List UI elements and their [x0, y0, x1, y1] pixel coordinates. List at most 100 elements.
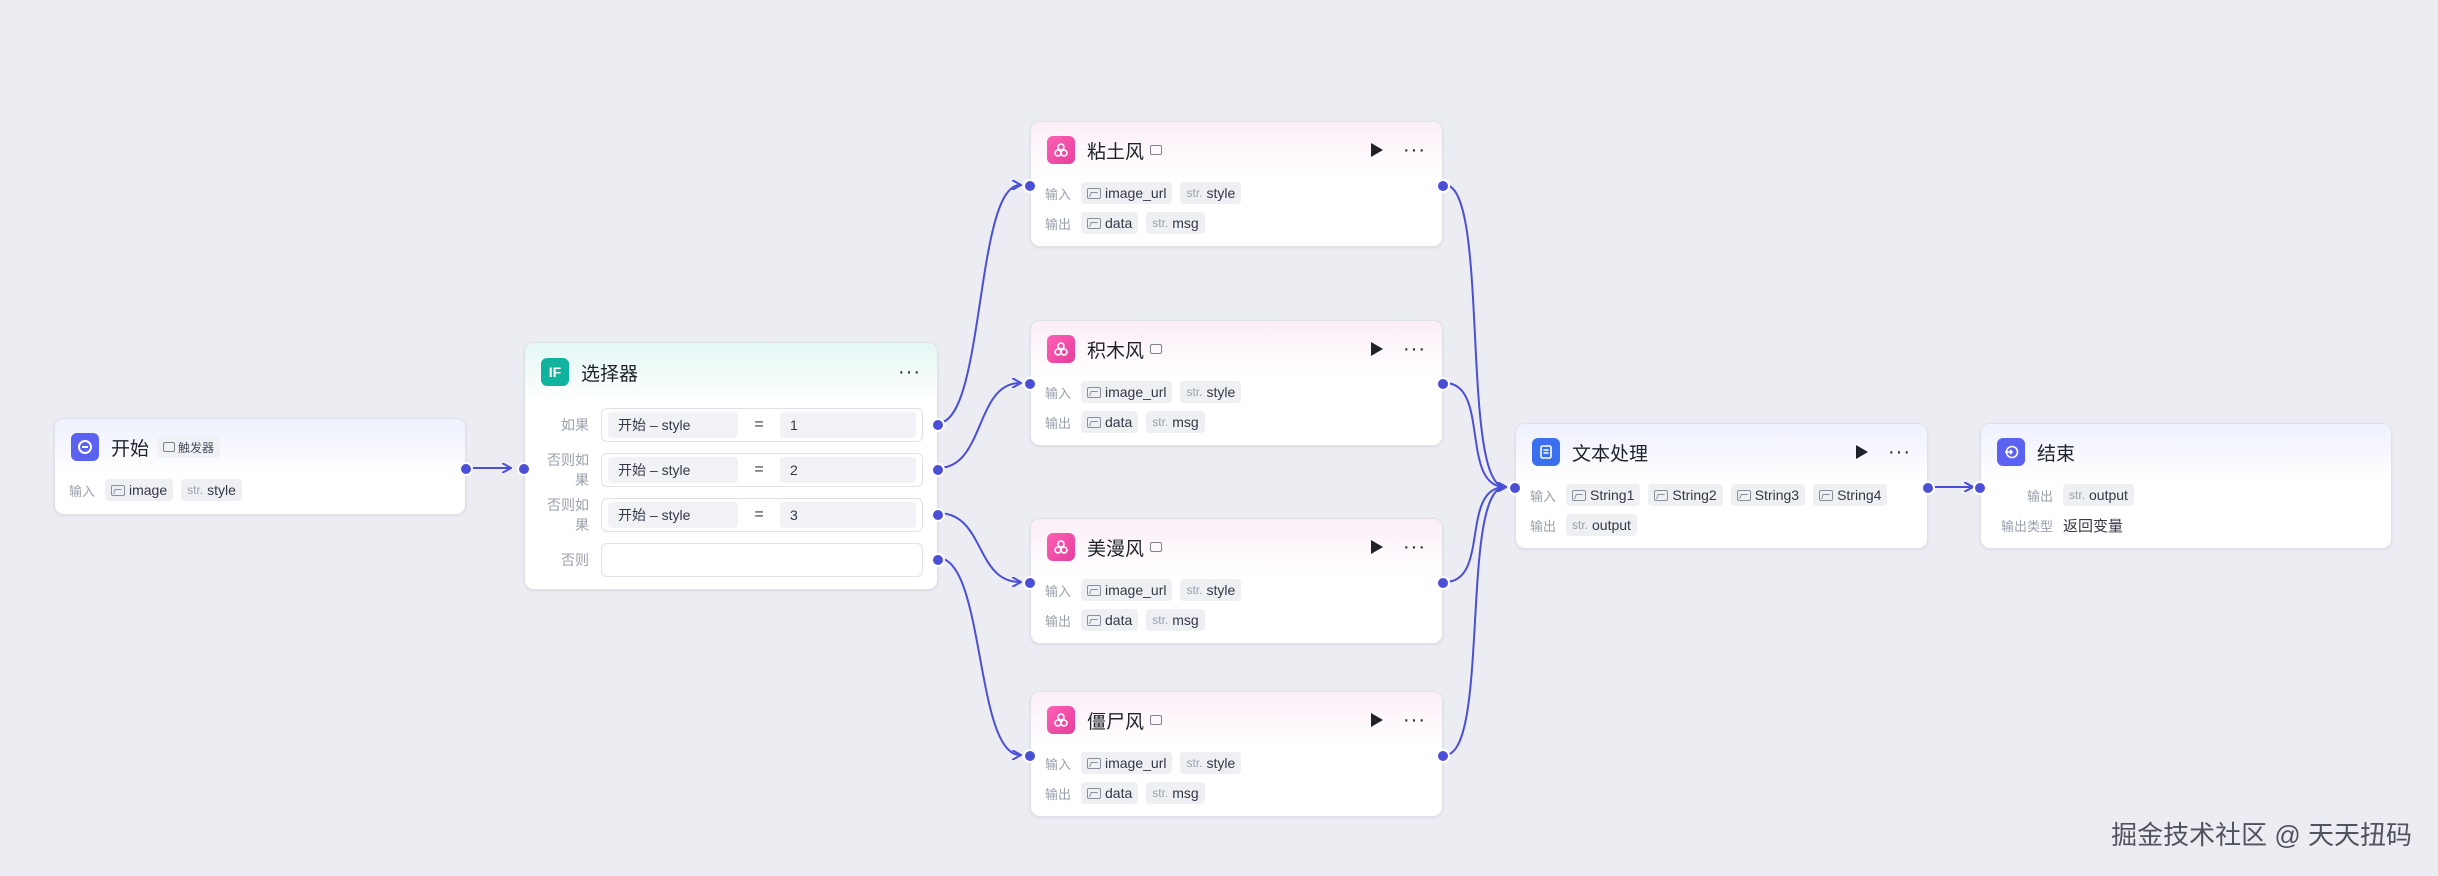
edge-zombie-text [1444, 487, 1505, 756]
end-output-type-row: 输出类型 返回变量 [1981, 510, 2391, 540]
input-image-url: image_url [1081, 579, 1173, 601]
end-node-header[interactable]: 结束 [1981, 424, 2391, 480]
image-type-icon [1087, 217, 1101, 229]
run-button[interactable] [1371, 713, 1384, 727]
condition-value[interactable]: 1 [780, 411, 916, 438]
start-icon [71, 433, 99, 461]
chip-name: msg [1172, 785, 1199, 801]
trigger-badge-label: 触发器 [178, 440, 215, 455]
chip-name: style [1206, 185, 1236, 201]
start-node-header[interactable]: 开始 触发器 [55, 419, 465, 475]
else-box[interactable] [601, 542, 923, 577]
blocks-output-port[interactable] [1436, 377, 1450, 391]
selector-node[interactable]: IF 选择器 ··· 如果 开始 – style = 1 否则如果 开始 – s… [517, 342, 945, 590]
zombie-input-port[interactable] [1023, 749, 1037, 763]
zombie-inputs-row: 输入 image_url str.style [1031, 748, 1442, 778]
clay-input-port[interactable] [1023, 179, 1037, 193]
comic-input-port[interactable] [1023, 576, 1037, 590]
more-button[interactable]: ··· [1403, 139, 1426, 161]
output-label: 输出 [1045, 613, 1072, 629]
clay-node-header[interactable]: 粘土风 ··· [1031, 122, 1442, 178]
str-prefix: str. [2069, 488, 2086, 502]
text-node-header[interactable]: 文本处理 ··· [1516, 424, 1927, 480]
comic-node-title: 美漫风 [1087, 538, 1145, 560]
condition-label: 否则如果 [547, 451, 589, 488]
condition-variable[interactable]: 开始 – style [608, 501, 738, 528]
trigger-icon [163, 442, 176, 452]
blocks-input-port[interactable] [1023, 377, 1037, 391]
condition-operator[interactable]: = [754, 460, 764, 478]
input-label: 输入 [1045, 583, 1072, 599]
condition-operator[interactable]: = [754, 415, 764, 433]
end-node[interactable]: 结束 输出 str.output 输出类型 返回变量 [1973, 423, 2392, 549]
robot-icon [1150, 145, 1163, 155]
condition-box[interactable]: 开始 – style = 1 [601, 407, 923, 442]
zombie-output-port[interactable] [1436, 749, 1450, 763]
elseif-2-branch-port[interactable] [931, 508, 945, 522]
start-input-style-name: style [207, 482, 236, 498]
more-button[interactable]: ··· [1403, 536, 1426, 558]
condition-list: 如果 开始 – style = 1 否则如果 开始 – style = 2 [525, 401, 945, 582]
more-button[interactable]: ··· [1403, 338, 1426, 360]
condition-variable[interactable]: 开始 – style [608, 456, 738, 483]
condition-value[interactable]: 3 [780, 501, 916, 528]
selector-more-button[interactable]: ··· [898, 361, 921, 383]
input-label: 输入 [1045, 385, 1072, 401]
elseif-1-branch-port[interactable] [931, 463, 945, 477]
condition-box[interactable]: 开始 – style = 2 [601, 452, 923, 487]
chip-name: image_url [1105, 185, 1167, 201]
text-inputs-row: 输入 String1 String2 String3 String4 [1516, 480, 1927, 510]
run-button[interactable] [1371, 342, 1384, 356]
output-data: data [1081, 609, 1139, 631]
input-style: str.style [1180, 579, 1242, 601]
end-input-port[interactable] [1973, 481, 1987, 495]
if-branch-port[interactable] [931, 418, 945, 432]
condition-row-else: 否则 [525, 537, 945, 582]
selector-node-header[interactable]: IF 选择器 ··· [525, 343, 937, 401]
selector-input-port[interactable] [517, 462, 531, 476]
condition-variable[interactable]: 开始 – style [608, 411, 738, 438]
chip-name: output [1592, 517, 1631, 533]
text-output-port[interactable] [1921, 481, 1935, 495]
output-msg: str.msg [1146, 212, 1205, 234]
run-button[interactable] [1371, 143, 1384, 157]
else-branch-port[interactable] [931, 553, 945, 567]
image-type-icon [1087, 787, 1101, 799]
clay-output-port[interactable] [1436, 179, 1450, 193]
text-processing-node[interactable]: 文本处理 ··· 输入 String1 String2 String3 Stri… [1508, 423, 1935, 549]
zombie-node-header[interactable]: 僵尸风 ··· [1031, 692, 1442, 748]
chip-name: data [1105, 785, 1133, 801]
output-data: data [1081, 212, 1139, 234]
condition-value[interactable]: 2 [780, 456, 916, 483]
text-input-port[interactable] [1508, 481, 1522, 495]
image-type-icon [1087, 386, 1101, 398]
start-node[interactable]: 开始 触发器 输入 image str. style [54, 418, 473, 515]
output-label: 输出 [1045, 216, 1072, 232]
comic-output-port[interactable] [1436, 576, 1450, 590]
trigger-badge[interactable]: 触发器 [157, 436, 221, 458]
run-button[interactable] [1856, 445, 1869, 459]
selector-node-title: 选择器 [581, 363, 639, 385]
input-label: 输入 [1045, 756, 1072, 772]
condition-box[interactable]: 开始 – style = 3 [601, 497, 923, 532]
blocks-style-node[interactable]: 积木风 ··· 输入 image_url str.style 输出 data s… [1023, 320, 1450, 446]
chip-name: String2 [1672, 487, 1717, 503]
zombie-style-node[interactable]: 僵尸风 ··· 输入 image_url str.style 输出 data s… [1023, 691, 1450, 817]
comic-style-node[interactable]: 美漫风 ··· 输入 image_url str.style 输出 data s… [1023, 518, 1450, 644]
run-button[interactable] [1371, 540, 1384, 554]
condition-operator[interactable]: = [754, 505, 764, 523]
chip-name: image_url [1105, 582, 1167, 598]
chip-name: style [1206, 755, 1236, 771]
robot-icon [1150, 344, 1163, 354]
start-output-port[interactable] [459, 462, 473, 476]
clay-style-node[interactable]: 粘土风 ··· 输入 image_url str.style 输出 data s… [1023, 121, 1450, 247]
comic-node-header[interactable]: 美漫风 ··· [1031, 519, 1442, 575]
output-type-label: 输出类型 [2000, 518, 2053, 534]
more-button[interactable]: ··· [1888, 441, 1911, 463]
image-type-icon [1087, 187, 1101, 199]
condition-label: 如果 [561, 416, 589, 433]
if-icon: IF [541, 358, 569, 386]
more-button[interactable]: ··· [1403, 709, 1426, 731]
blocks-node-header[interactable]: 积木风 ··· [1031, 321, 1442, 377]
